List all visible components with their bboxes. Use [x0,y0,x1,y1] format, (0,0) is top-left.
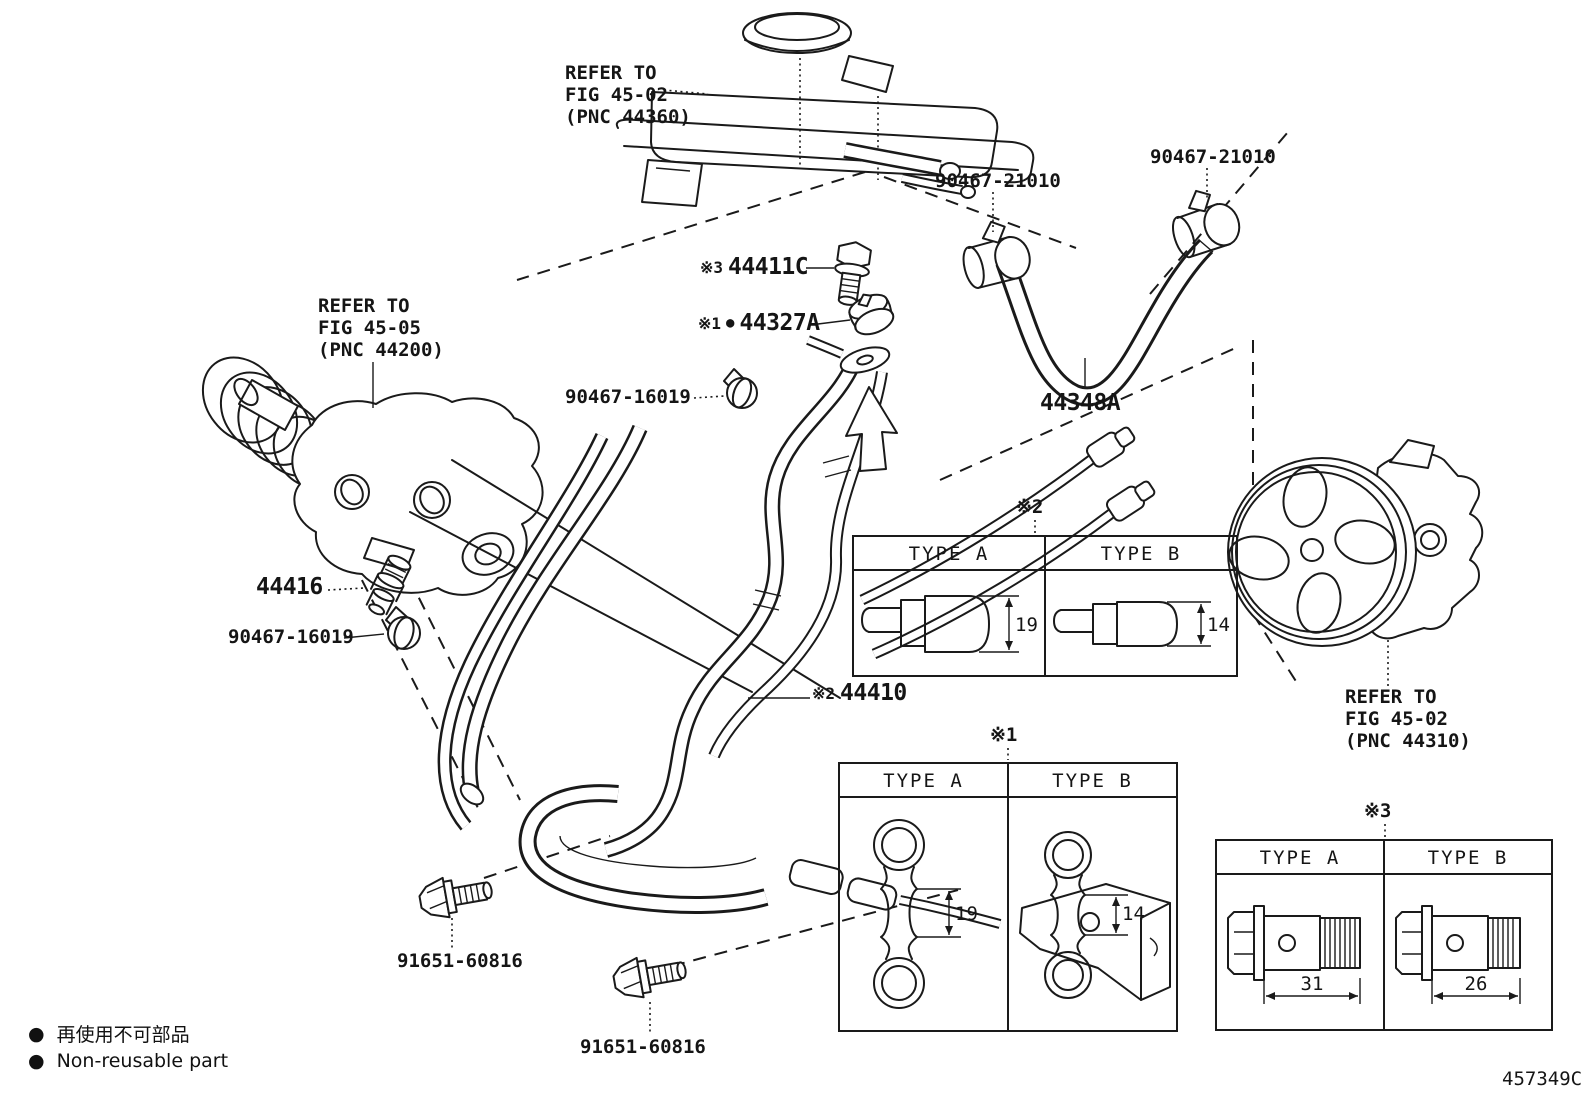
type-a-cell: 19 [854,571,1044,675]
steering-rack-drawing [201,356,841,699]
type-b-header: TYPE B [1007,764,1176,796]
bolt-91651-upper-drawing[interactable] [417,870,495,922]
label-part-44327a[interactable]: ※1 ● 44327A [698,310,820,336]
table-note1-clamp-types: TYPE A TYPE B 19 [838,762,1178,1032]
hose-end-type-a-figure: 19 [860,595,1038,653]
svg-text:14: 14 [1207,614,1230,636]
svg-text:19: 19 [955,903,978,925]
ref-line: (PNC 44360) [565,106,691,128]
label-part-44416[interactable]: 44416 [256,574,323,600]
label-ref-reservoir[interactable]: REFER TO FIG 45-02 (PNC 44360) [565,62,691,128]
part-number: 44327A [739,310,820,336]
power-steering-pump-drawing [1227,439,1484,647]
legend: ● 再使用不可部品 ● Non-reusable part [28,1020,228,1074]
ref-line: FIG 45-02 [565,84,668,106]
svg-text:14: 14 [1122,903,1145,925]
clamp-type-b-figure: 14 [1043,831,1145,999]
svg-text:31: 31 [1301,973,1324,995]
svg-text:26: 26 [1465,973,1488,995]
bolt-91651-lower-drawing[interactable] [611,950,689,1002]
non-reusable-bullet: ● [28,1022,45,1045]
hose-clamp-21010-left-drawing[interactable] [955,215,1034,290]
label-ref-pump[interactable]: REFER TO FIG 45-02 (PNC 44310) [1345,686,1471,752]
label-part-90467-21010-right[interactable]: 90467-21010 [1150,146,1276,168]
label-part-90467-16019-left[interactable]: 90467-16019 [228,626,354,648]
legend-text-jp: 再使用不可部品 [56,1024,190,1046]
pressure-tube-assembly-drawing[interactable] [437,335,1158,858]
ref-line: FIG 45-05 [318,317,421,339]
label-part-90467-21010-left[interactable]: 90467-21010 [935,170,1061,192]
table-note2-marker: ※2 [1016,496,1044,518]
union-bolt-44411c-drawing[interactable] [830,240,872,307]
table-note2-hose-types: TYPE A TYPE B 19 [852,535,1238,677]
label-part-44348a[interactable]: 44348A [1040,390,1121,416]
table-note3-bolt-types: TYPE A TYPE B 31 [1215,839,1553,1031]
note-marker: ※2 [812,683,836,703]
type-b-cell: 14 [1007,798,1176,1030]
clamp-16019-left-drawing[interactable] [385,606,421,651]
label-part-44411c[interactable]: ※3 44411C [700,254,809,280]
type-b-header: TYPE B [1044,537,1236,569]
note-marker: ※1 [698,313,722,333]
union-bolt-type-b-figure: 26 [1395,905,1521,1004]
type-a-header: TYPE A [1259,847,1341,869]
reservoir-drawing [615,12,1035,207]
part-number: 44411C [728,254,809,280]
union-bolt-type-a-figure: 31 [1227,905,1361,1004]
note-marker: ※3 [700,257,724,277]
clamp-16019-mid-drawing[interactable] [723,368,758,410]
type-a-header: TYPE A [908,543,990,565]
ref-line: (PNC 44200) [318,339,444,361]
type-a-header: TYPE A [883,770,964,792]
type-a-cell: 31 [1217,875,1383,1029]
table-header: TYPE A TYPE B [1217,841,1551,875]
hose-end-type-b-figure: 14 [1052,601,1230,647]
union-44416-drawing[interactable] [362,552,414,619]
legend-row-en: ● Non-reusable part [28,1047,228,1074]
hose-clamp-21010-right-drawing[interactable] [1163,181,1245,259]
ref-line: (PNC 44310) [1345,730,1471,752]
legend-row-jp: ● 再使用不可部品 [28,1020,228,1047]
table-header: TYPE A TYPE B [840,764,1176,798]
type-b-cell: 26 [1383,875,1551,1029]
type-a-cell: 19 [840,798,1007,1030]
label-part-91651-60816-upper[interactable]: 91651-60816 [397,950,523,972]
non-reusable-bullet: ● [726,315,735,331]
leader-lines [327,89,1389,1034]
label-part-44410[interactable]: ※2 44410 [812,680,907,706]
part-number: 44410 [840,680,907,706]
legend-text-en: Non-reusable part [56,1049,229,1072]
table-note1-marker: ※1 [990,724,1018,746]
table-note3-marker: ※3 [1364,800,1392,822]
ref-line: REFER TO [318,295,410,317]
ref-line: REFER TO [565,62,657,84]
ref-line: FIG 45-02 [1345,708,1448,730]
svg-text:19: 19 [1015,614,1038,636]
type-b-header: TYPE B [1383,841,1551,873]
table-header: TYPE A TYPE B [854,537,1236,571]
clamp-type-a-figure: 19 [872,819,978,1009]
direction-arrow [845,386,898,472]
clamp-44327a-drawing[interactable] [844,287,897,340]
non-reusable-bullet: ● [28,1049,45,1072]
figure-code: 457349C [1502,1068,1583,1090]
ref-line: REFER TO [1345,686,1437,708]
label-part-90467-16019-mid[interactable]: 90467-16019 [565,386,691,408]
label-ref-rack[interactable]: REFER TO FIG 45-05 (PNC 44200) [318,295,444,361]
label-part-91651-60816-lower[interactable]: 91651-60816 [580,1036,706,1058]
type-b-cell: 14 [1044,571,1236,675]
